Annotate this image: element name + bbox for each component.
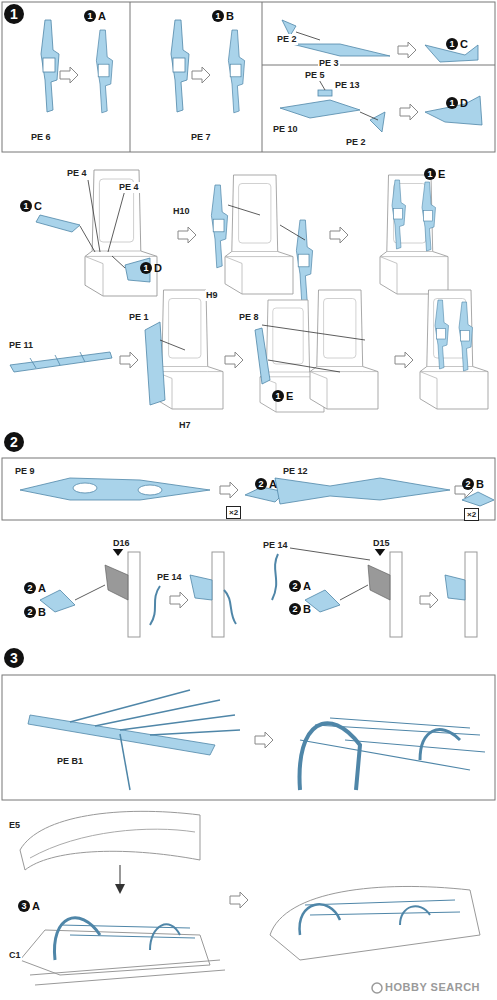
- step-digit: 2: [4, 432, 24, 452]
- part-label: PE 7: [190, 132, 212, 143]
- step-letter: B: [226, 10, 234, 22]
- part-label: PE 12: [282, 466, 309, 477]
- sub-step-callout: 1D: [446, 97, 468, 109]
- sub-step-callout: 3A: [18, 900, 40, 912]
- step-letter: A: [38, 582, 46, 594]
- sub-step-callout: 2B: [462, 478, 484, 490]
- part-label: C1: [8, 950, 22, 961]
- step-digit: 1: [212, 10, 224, 22]
- part-label: H9: [205, 290, 219, 301]
- step-digit: 1: [140, 262, 152, 274]
- step-letter: A: [98, 10, 106, 22]
- part-label: PE 13: [334, 80, 361, 91]
- part-label: PE 10: [272, 124, 299, 135]
- part-label: PE 9: [14, 466, 36, 477]
- sub-step-callout: 1E: [424, 168, 445, 180]
- step-digit: 3: [18, 900, 30, 912]
- part-label: PE 14: [156, 572, 183, 583]
- step-digit: 1: [424, 168, 436, 180]
- step-number: 3: [4, 648, 24, 668]
- sub-step-callout: 2B: [24, 606, 46, 618]
- step-letter: D: [460, 97, 468, 109]
- sub-step-callout: 2A: [289, 580, 311, 592]
- step-digit: 2: [255, 478, 267, 490]
- part-label: PE 2: [345, 137, 367, 148]
- step-digit: 2: [462, 478, 474, 490]
- part-label: PE 14: [262, 540, 289, 551]
- part-label: PE 2: [276, 34, 298, 45]
- quantity-mark: ×2: [464, 508, 479, 521]
- part-label: PE 8: [238, 312, 260, 323]
- part-label: D15: [372, 538, 391, 549]
- step-digit: 3: [4, 648, 24, 668]
- part-label: PE 1: [128, 312, 150, 323]
- step-digit: 1: [446, 38, 458, 50]
- part-label: PE 4: [66, 168, 88, 179]
- step-letter: C: [460, 38, 468, 50]
- step-letter: A: [32, 900, 40, 912]
- quantity-mark: ×2: [226, 506, 241, 519]
- sub-step-callout: 2A: [255, 478, 277, 490]
- step-digit: 1: [272, 390, 284, 402]
- part-label: PE 5: [304, 70, 326, 81]
- sub-step-callout: 1E: [272, 390, 293, 402]
- step-number: 1: [4, 4, 24, 24]
- sub-step-callout: 2A: [24, 582, 46, 594]
- step-letter: B: [303, 603, 311, 615]
- part-label: PE 11: [8, 340, 34, 351]
- part-label: E5: [8, 820, 21, 831]
- sub-step-callout: 1B: [212, 10, 234, 22]
- watermark: HOBBY SEARCH: [384, 982, 481, 993]
- step-digit: 2: [289, 603, 301, 615]
- step-digit: 2: [24, 582, 36, 594]
- sub-step-callout: 1C: [20, 200, 42, 212]
- step-digit: 1: [84, 10, 96, 22]
- step-number: 2: [4, 432, 24, 452]
- part-label: D16: [112, 538, 131, 549]
- sub-step-callout: 1C: [446, 38, 468, 50]
- part-label: H10: [172, 206, 191, 217]
- step-letter: B: [38, 606, 46, 618]
- step-letter: A: [303, 580, 311, 592]
- sub-step-callout: 2B: [289, 603, 311, 615]
- part-label: H7: [178, 420, 192, 431]
- step-letter: E: [438, 168, 445, 180]
- step-letter: D: [154, 262, 162, 274]
- part-label: PE 4: [118, 182, 140, 193]
- sub-step-callout: 1A: [84, 10, 106, 22]
- step-letter: A: [269, 478, 277, 490]
- step-digit: 2: [24, 606, 36, 618]
- step-letter: C: [34, 200, 42, 212]
- step-digit: 1: [20, 200, 32, 212]
- part-label: PE 3: [318, 58, 340, 69]
- step-digit: 1: [4, 4, 24, 24]
- step-digit: 2: [289, 580, 301, 592]
- step-letter: B: [476, 478, 484, 490]
- part-label: PE 6: [30, 132, 52, 143]
- part-label: PE B1: [56, 756, 84, 767]
- step-letter: E: [286, 390, 293, 402]
- sub-step-callout: 1D: [140, 262, 162, 274]
- step-digit: 1: [446, 97, 458, 109]
